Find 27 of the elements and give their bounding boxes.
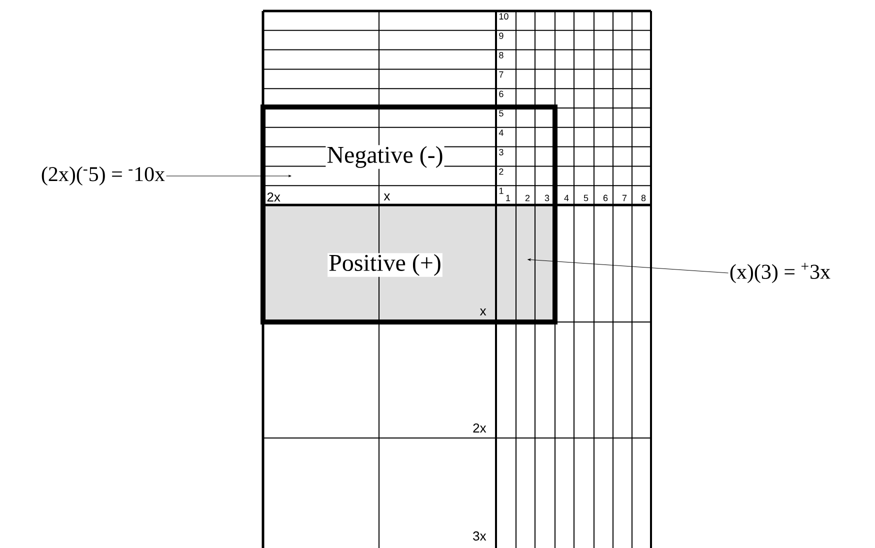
side-label: 3x bbox=[473, 531, 486, 541]
row-number: 9 bbox=[499, 32, 504, 39]
row-number: 5 bbox=[499, 110, 504, 116]
row-number: 1 bbox=[499, 188, 504, 194]
column-number: 3 bbox=[544, 194, 550, 202]
column-number: 5 bbox=[584, 194, 588, 202]
row-number: 6 bbox=[499, 90, 504, 98]
leader-line bbox=[166, 174, 292, 178]
row-number: 2 bbox=[499, 168, 504, 175]
column-number: 6 bbox=[603, 194, 608, 202]
column-number: 4 bbox=[564, 194, 569, 202]
leader-line bbox=[528, 258, 728, 274]
equation: (x)(3) = $^{+}$3x bbox=[730, 262, 830, 284]
equation: (2x)($^{-}$5) = $^{-}$10x bbox=[42, 166, 165, 186]
side-label: x bbox=[384, 194, 390, 200]
row-number: 7 bbox=[499, 71, 504, 78]
column-number: 2 bbox=[525, 194, 530, 202]
row-number: 3 bbox=[499, 149, 504, 156]
side-label: 2x bbox=[267, 192, 280, 202]
side-label: x bbox=[480, 308, 486, 316]
column-number: 8 bbox=[641, 194, 646, 202]
column-number: 1 bbox=[506, 194, 510, 202]
side-label: 2x bbox=[473, 423, 486, 433]
row-number: 4 bbox=[498, 130, 504, 136]
row-number: 10 bbox=[499, 13, 508, 20]
row-number: 8 bbox=[499, 52, 504, 58]
column-number: 7 bbox=[622, 194, 627, 202]
